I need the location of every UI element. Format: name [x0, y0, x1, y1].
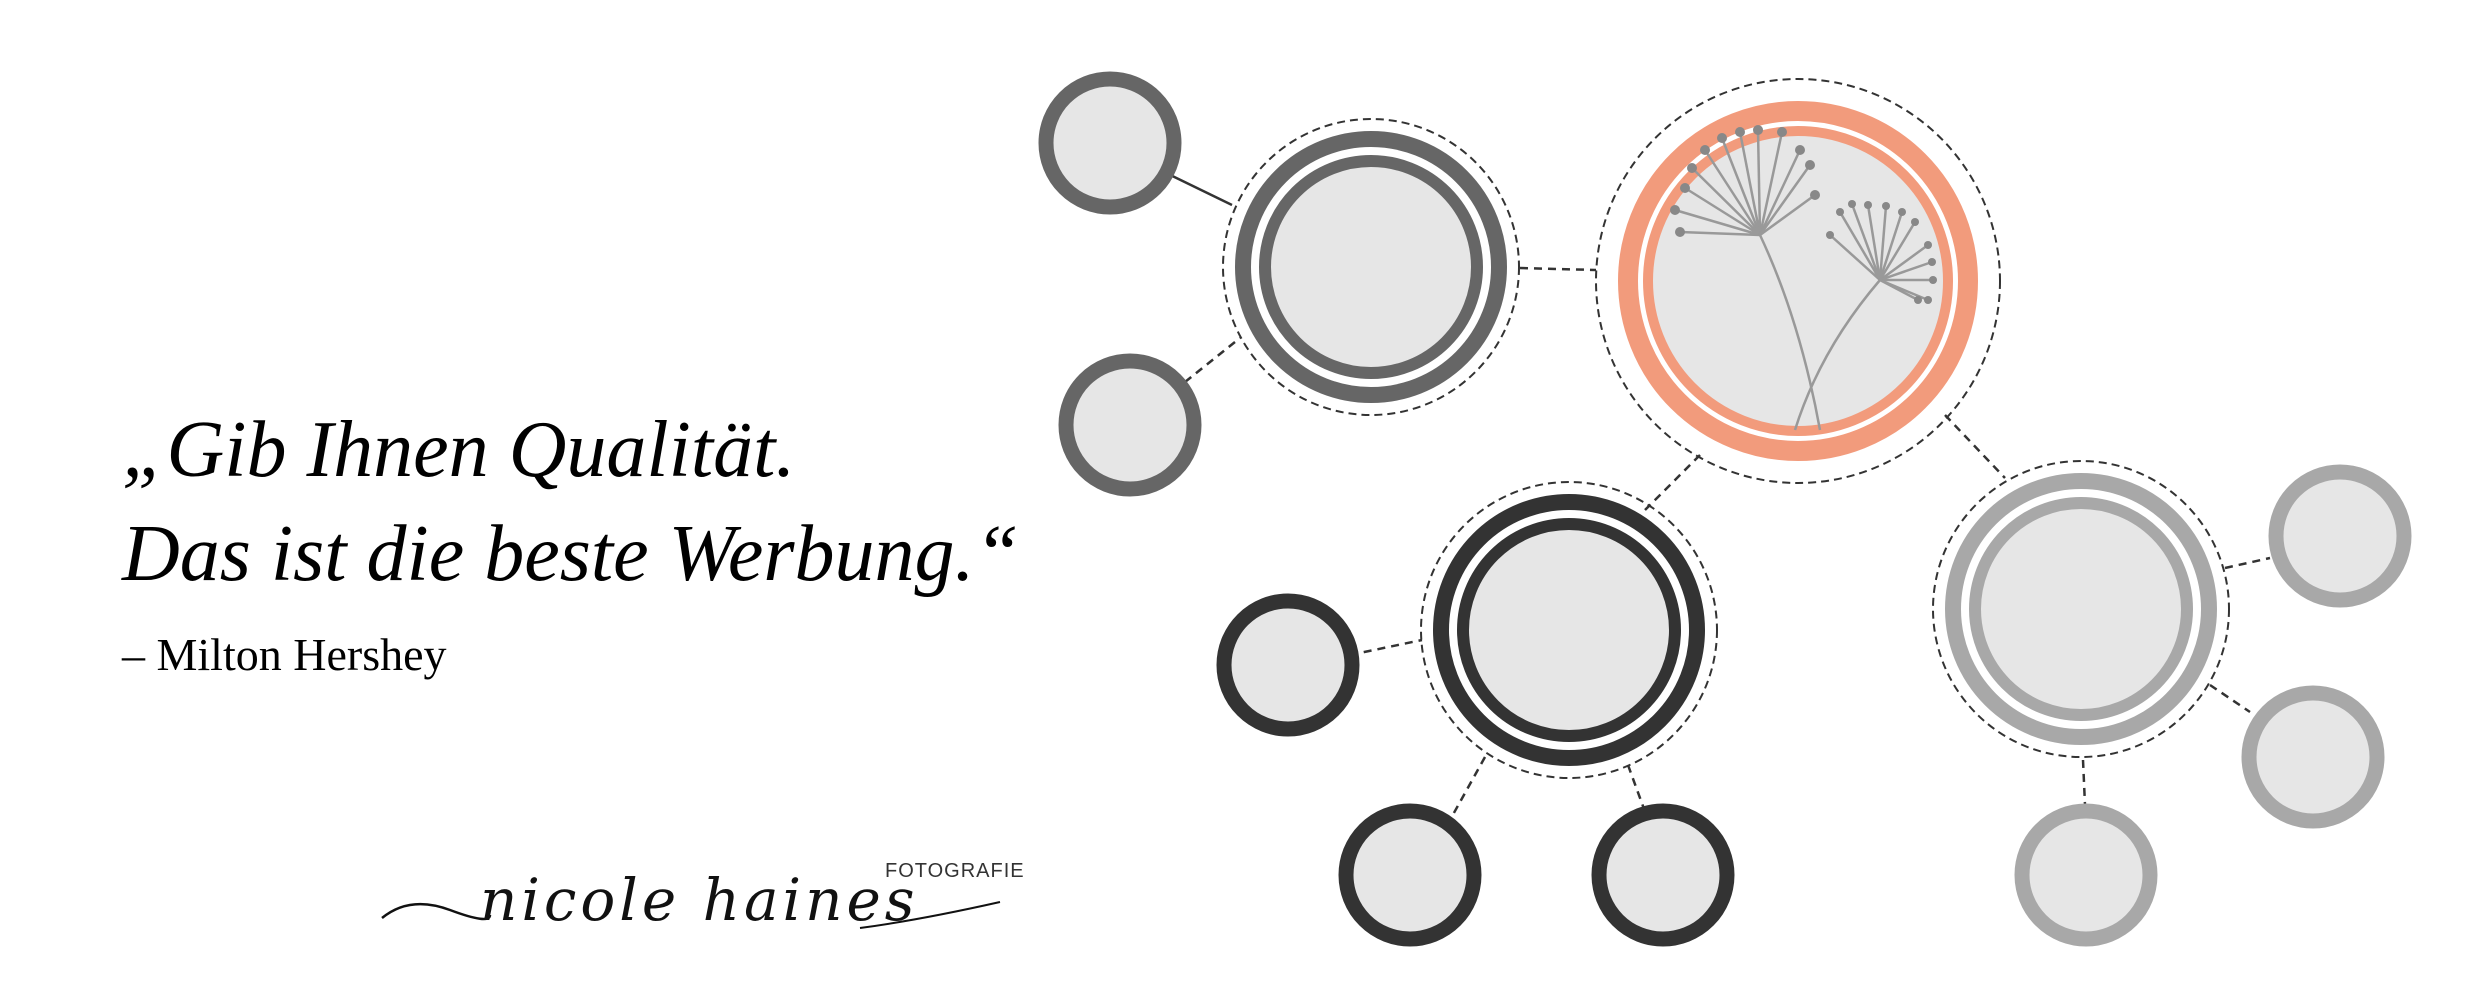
- quote-line-1: „Gib Ihnen Qualität.: [122, 406, 796, 494]
- connector: [1519, 266, 1597, 272]
- logo-swash: [381, 901, 1001, 929]
- dashed-ring: [1222, 118, 1520, 416]
- connector: [1184, 337, 1241, 383]
- hub-node-circle: [1259, 155, 1483, 379]
- dandelion-icon: [1674, 129, 1933, 431]
- hub-node-circle: [1969, 497, 2193, 721]
- dashed-ring: [1420, 481, 1718, 779]
- dashed-ring: [1595, 78, 2001, 484]
- connector: [1944, 414, 2006, 479]
- small-node-circle: [1058, 353, 1202, 497]
- quote-line-2: Das ist die beste Werbung.“: [122, 510, 1020, 598]
- connector: [2224, 556, 2271, 570]
- small-node-circle: [1038, 71, 1182, 215]
- connector: [1644, 454, 1701, 511]
- small-node-circle: [2241, 685, 2385, 829]
- logo-name: nicole haines: [480, 866, 919, 934]
- small-node-circle: [2014, 803, 2158, 947]
- quote-author: – Milton Hershey: [122, 629, 447, 680]
- small-node-circle: [1338, 803, 1482, 947]
- connector: [2081, 759, 2087, 806]
- hub-node-circle: [1457, 518, 1681, 742]
- logo-subtitle: FOTOGRAFIE: [885, 860, 1025, 882]
- connector: [1448, 756, 1487, 821]
- accent-node-circle: [1643, 126, 1953, 436]
- quote-text: „Gib Ihnen Qualität. Das ist die beste W…: [122, 398, 1019, 606]
- small-node-circle: [1216, 593, 1360, 737]
- dandelion-seeds: [1670, 125, 1937, 304]
- connector: [2209, 683, 2251, 714]
- small-node-circle: [1591, 803, 1735, 947]
- connector: [1349, 638, 1423, 657]
- small-node-circle: [2268, 464, 2412, 608]
- dashed-ring: [1932, 460, 2230, 758]
- brand-logo: nicole haines FOTOGRAFIE: [380, 860, 1030, 950]
